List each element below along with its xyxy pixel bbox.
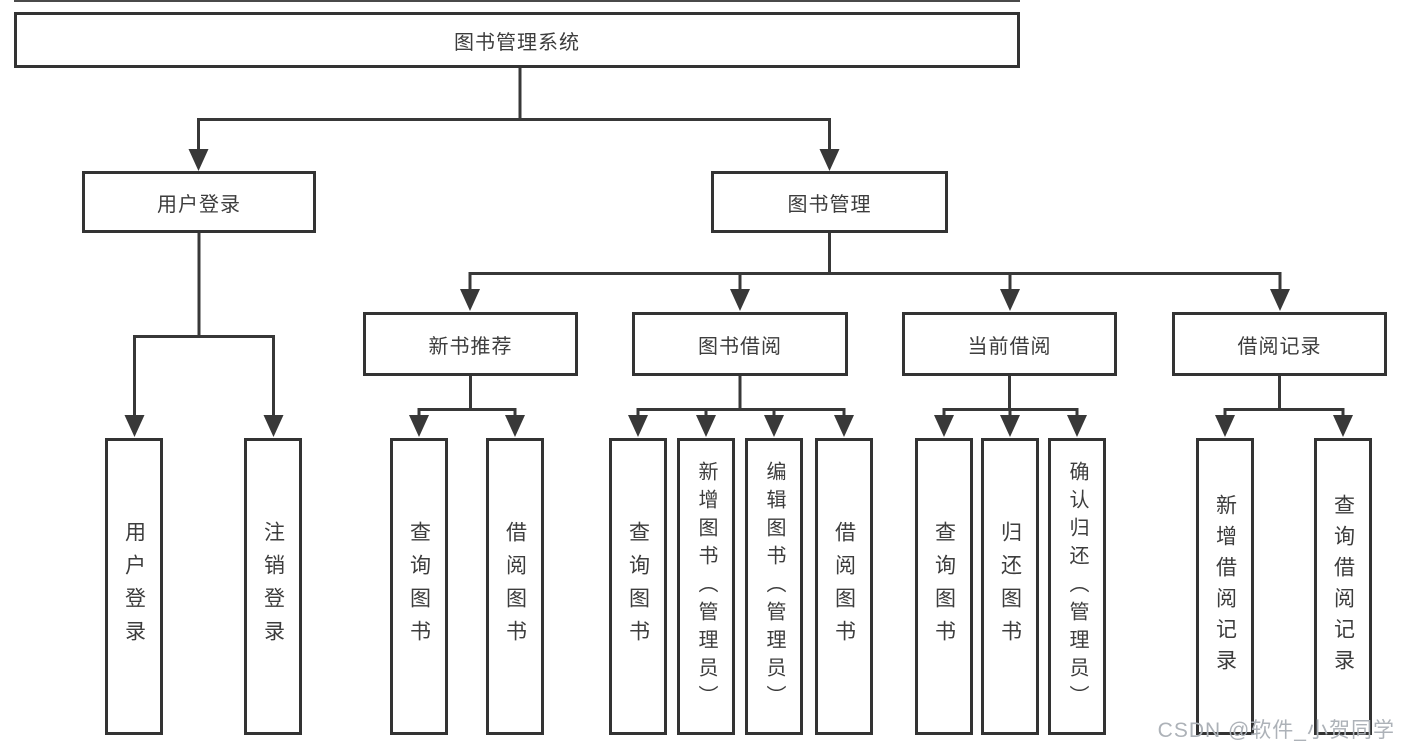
node-add-borrow-record: 新增借阅记录 xyxy=(1196,438,1254,735)
arrow-down-icon xyxy=(505,415,525,437)
node-borrowing-records: 借阅记录 xyxy=(1172,312,1387,376)
node-label: 新增图书（管理员） xyxy=(695,460,717,713)
node-label: 新增借阅记录 xyxy=(1213,493,1237,680)
node-label: 注销登录 xyxy=(261,520,285,653)
node-logout: 注销登录 xyxy=(244,438,302,735)
node-library-management-system: 图书管理系统 xyxy=(14,12,1020,68)
node-label: 借阅记录 xyxy=(1237,335,1322,358)
node-label: 图书管理 xyxy=(787,193,872,216)
arrow-down-icon xyxy=(1000,289,1020,311)
node-label: 查询图书 xyxy=(932,520,956,653)
connector-line xyxy=(1223,408,1345,420)
arrow-down-icon xyxy=(730,289,750,311)
node-user-login: 用户登录 xyxy=(82,171,316,233)
node-label: 新书推荐 xyxy=(428,335,513,358)
connector-line xyxy=(468,272,1282,294)
arrow-down-icon xyxy=(1215,415,1235,437)
node-query-books-recommend: 查询图书 xyxy=(390,438,448,735)
node-add-book-admin: 新增图书（管理员） xyxy=(677,438,735,735)
connector-line xyxy=(197,118,831,153)
arrow-down-icon xyxy=(819,149,840,171)
node-label: 用户登录 xyxy=(157,193,241,216)
arrow-down-icon xyxy=(460,289,480,311)
arrow-down-icon xyxy=(934,415,954,437)
node-return-book: 归还图书 xyxy=(981,438,1039,735)
arrow-down-icon xyxy=(409,415,429,437)
connector-line xyxy=(636,408,846,420)
connector-line xyxy=(417,408,517,420)
node-label: 确认归还（管理员） xyxy=(1066,460,1088,713)
node-label: 归还图书 xyxy=(998,520,1022,653)
arrow-down-icon xyxy=(764,415,784,437)
cropped-frame-edge xyxy=(14,0,1020,2)
node-query-books-borrow: 查询图书 xyxy=(609,438,667,735)
csdn-watermark: CSDN @软件_小贺同学 xyxy=(1157,719,1395,742)
node-query-books-current: 查询图书 xyxy=(915,438,973,735)
node-query-borrow-record: 查询借阅记录 xyxy=(1314,438,1372,735)
arrow-down-icon xyxy=(1000,415,1020,437)
arrow-down-icon xyxy=(628,415,648,437)
node-edit-book-admin: 编辑图书（管理员） xyxy=(745,438,803,735)
node-label: 查询图书 xyxy=(407,520,431,653)
arrow-down-icon xyxy=(263,415,284,437)
connector-line xyxy=(942,408,1079,420)
node-book-management: 图书管理 xyxy=(711,171,948,233)
node-borrow-books: 借阅图书 xyxy=(815,438,873,735)
node-new-book-recommendation: 新书推荐 xyxy=(363,312,578,376)
connector-line xyxy=(469,376,1281,408)
arrow-down-icon xyxy=(188,149,209,171)
node-label: 编辑图书（管理员） xyxy=(763,460,785,713)
connector-line xyxy=(133,335,275,418)
node-label: 图书管理系统 xyxy=(454,31,580,54)
arrow-down-icon xyxy=(834,415,854,437)
arrow-down-icon xyxy=(696,415,716,437)
node-book-borrowing: 图书借阅 xyxy=(632,312,848,376)
node-user-login-action: 用户登录 xyxy=(105,438,163,735)
arrow-down-icon xyxy=(124,415,145,437)
node-current-borrowing: 当前借阅 xyxy=(902,312,1117,376)
node-label: 用户登录 xyxy=(122,520,146,653)
node-confirm-return-admin: 确认归还（管理员） xyxy=(1048,438,1106,735)
arrow-down-icon xyxy=(1270,289,1290,311)
node-borrow-books-recommend: 借阅图书 xyxy=(486,438,544,735)
node-label: 借阅图书 xyxy=(503,520,527,653)
node-label: 图书借阅 xyxy=(698,335,782,358)
node-label: 借阅图书 xyxy=(832,520,856,653)
node-label: 当前借阅 xyxy=(967,335,1052,358)
node-label: 查询图书 xyxy=(626,520,650,653)
arrow-down-icon xyxy=(1067,415,1087,437)
node-label: 查询借阅记录 xyxy=(1331,493,1355,680)
arrow-down-icon xyxy=(1333,415,1353,437)
